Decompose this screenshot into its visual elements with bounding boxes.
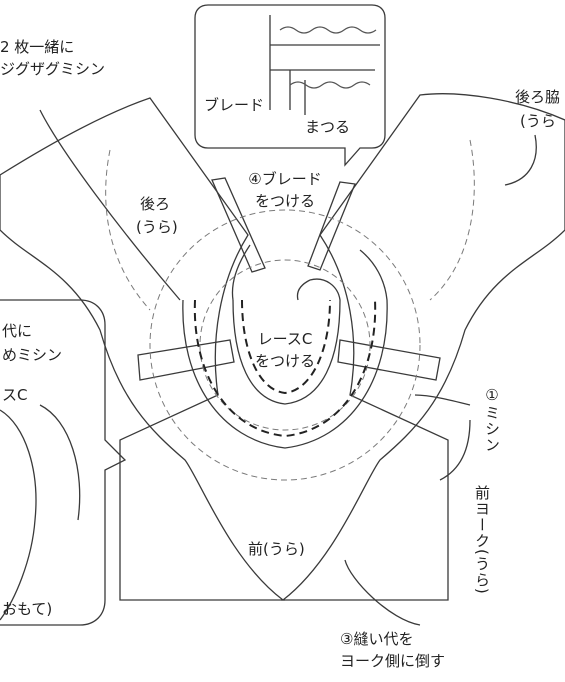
front-yoke-outer: [182, 249, 388, 449]
label-attach-braid-2: をつける: [254, 192, 315, 210]
leader-step1: [414, 394, 471, 406]
label-outer-partial: おもて): [2, 600, 53, 618]
inset-layer-1: [269, 15, 380, 110]
left-bodice-piece: [0, 97, 285, 601]
label-back-sleeve-2: (うら: [520, 112, 556, 130]
label-front: 前(うら): [248, 540, 305, 558]
label-zigzag-2: ジグザグミシン: [0, 60, 106, 78]
label-blade: ブレード: [204, 96, 265, 114]
stitch-right-armhole: [429, 139, 475, 301]
left-inset-frill-2: [39, 404, 81, 521]
top-inset-bubble: [194, 4, 386, 167]
stitch-left-armhole: [105, 149, 151, 311]
label-back-left-1: 後ろ: [140, 195, 171, 213]
leader-back-right: [504, 134, 537, 186]
left-shoulder-strap: [137, 339, 235, 381]
guide-circle-outer: [149, 209, 421, 481]
front-yoke-inner: [232, 278, 341, 405]
left-inset-frill-1: [0, 409, 37, 621]
label-step1: ①ミシン: [483, 386, 501, 453]
leader-yoke: [439, 419, 471, 481]
inset-wave-2: [289, 81, 371, 89]
neck-opening: [231, 244, 311, 301]
leader-step3: [344, 559, 421, 626]
leader-zigzag: [39, 109, 181, 301]
label-attach-lace-2: をつける: [254, 352, 315, 370]
right-shoulder-strap: [337, 339, 441, 381]
inset-wave-1: [279, 26, 377, 34]
label-front-yoke: 前ヨーク(うら): [473, 485, 491, 595]
label-back-sleeve-1: 後ろ脇: [515, 88, 561, 106]
label-zigzag-1: 2 枚一緒に: [0, 38, 75, 56]
label-seam-1: 代に: [2, 322, 33, 340]
label-attach-lace-1: レースC: [257, 330, 313, 348]
right-bodice-piece: [281, 93, 565, 601]
guide-circle-inner: [199, 259, 371, 431]
label-step3-2: ヨーク側に倒す: [340, 652, 446, 670]
left-inset-bubble: [0, 299, 127, 626]
label-back-left-2: (うら): [136, 218, 178, 236]
right-braid-tab: [307, 181, 356, 271]
left-braid-tab: [211, 177, 266, 273]
lace-seam-neck: [241, 299, 331, 395]
label-attach-braid-1: ④ブレード: [248, 170, 322, 188]
label-matsuru: まつる: [305, 118, 351, 136]
label-lace-partial: スC: [2, 386, 28, 404]
label-seam-2: めミシン: [2, 346, 63, 364]
label-step3-1: ③縫い代を: [340, 630, 414, 648]
